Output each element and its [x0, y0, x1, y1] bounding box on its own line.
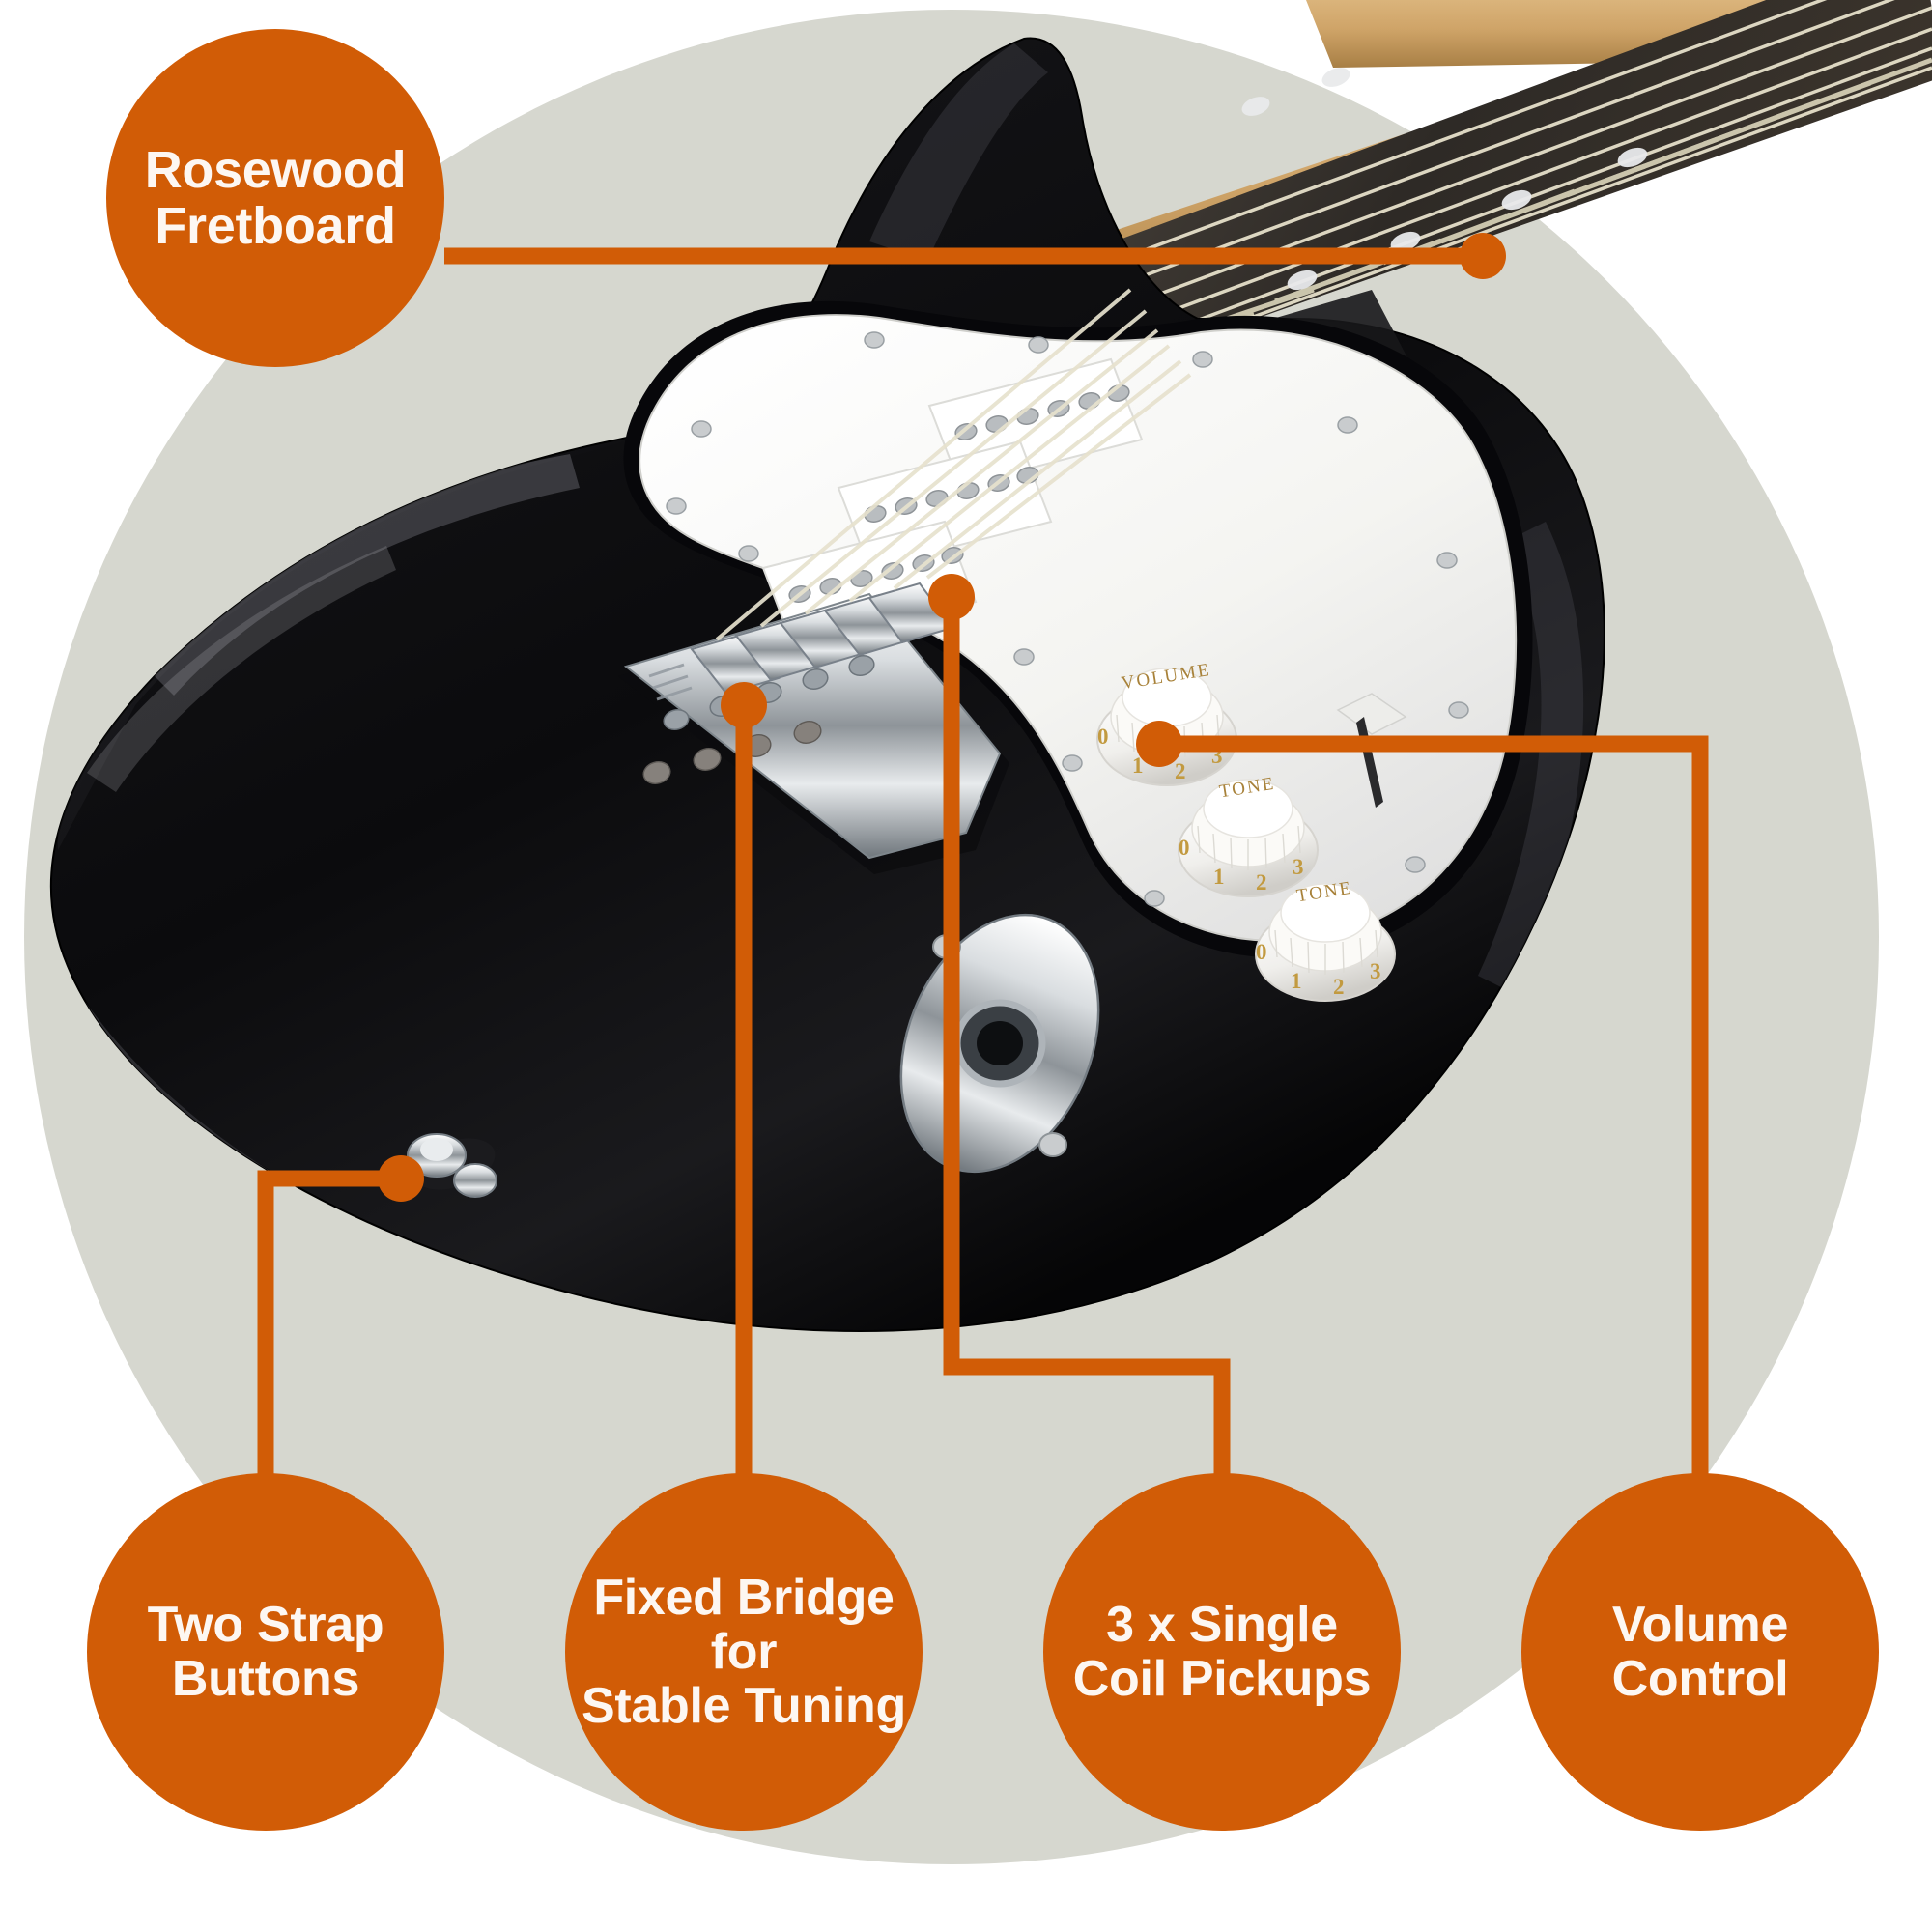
svg-text:3: 3 — [1370, 959, 1381, 983]
pickguard: VOLUME 0 1 2 3 TONE — [623, 300, 1533, 1002]
guitar-bridge — [618, 582, 1009, 874]
svg-text:0: 0 — [1179, 836, 1190, 860]
callout-label-rosewood-fretboard: Rosewood Fretboard — [144, 140, 407, 255]
anchor-dot-volume-control — [1136, 721, 1182, 767]
callout-volume-control[interactable]: Volume Control — [1521, 1473, 1879, 1831]
callout-rosewood-fretboard[interactable]: Rosewood Fretboard — [106, 29, 444, 367]
tone-knob-1: TONE 0 1 2 3 — [1178, 774, 1319, 897]
svg-text:2: 2 — [1175, 759, 1186, 783]
svg-text:0: 0 — [1256, 940, 1267, 964]
svg-text:3: 3 — [1293, 855, 1304, 879]
anchor-dot-rosewood-fretboard — [1460, 233, 1506, 279]
svg-text:1: 1 — [1291, 969, 1302, 993]
anchor-dot-single-coil-pickups — [928, 574, 975, 620]
svg-text:3: 3 — [1211, 744, 1223, 768]
svg-text:0: 0 — [1097, 724, 1109, 749]
callout-fixed-bridge[interactable]: Fixed Bridge for Stable Tuning — [565, 1473, 923, 1831]
callout-single-coil-pickups[interactable]: 3 x Single Coil Pickups — [1043, 1473, 1401, 1831]
callout-label-two-strap-buttons: Two Strap Buttons — [147, 1596, 384, 1707]
svg-text:2: 2 — [1256, 870, 1267, 895]
leader-line-two-strap-buttons — [257, 1170, 401, 1478]
svg-text:1: 1 — [1213, 865, 1225, 889]
anchor-dot-fixed-bridge — [721, 682, 767, 728]
leader-line-single-coil-pickups — [943, 597, 1231, 1478]
callout-label-fixed-bridge: Fixed Bridge for Stable Tuning — [581, 1569, 906, 1735]
tone-knob-2: TONE 0 1 2 3 — [1255, 878, 1396, 1002]
leader-line-volume-control — [1159, 735, 1709, 1478]
svg-text:2: 2 — [1333, 975, 1345, 999]
anchor-dot-two-strap-buttons — [378, 1155, 424, 1202]
svg-text:1: 1 — [1132, 753, 1144, 778]
callout-label-single-coil-pickups: 3 x Single Coil Pickups — [1072, 1596, 1372, 1707]
callout-two-strap-buttons[interactable]: Two Strap Buttons — [87, 1473, 444, 1831]
strap-button — [407, 1133, 497, 1198]
callout-label-volume-control: Volume Control — [1611, 1596, 1789, 1707]
guitar-strings — [715, 288, 1192, 641]
